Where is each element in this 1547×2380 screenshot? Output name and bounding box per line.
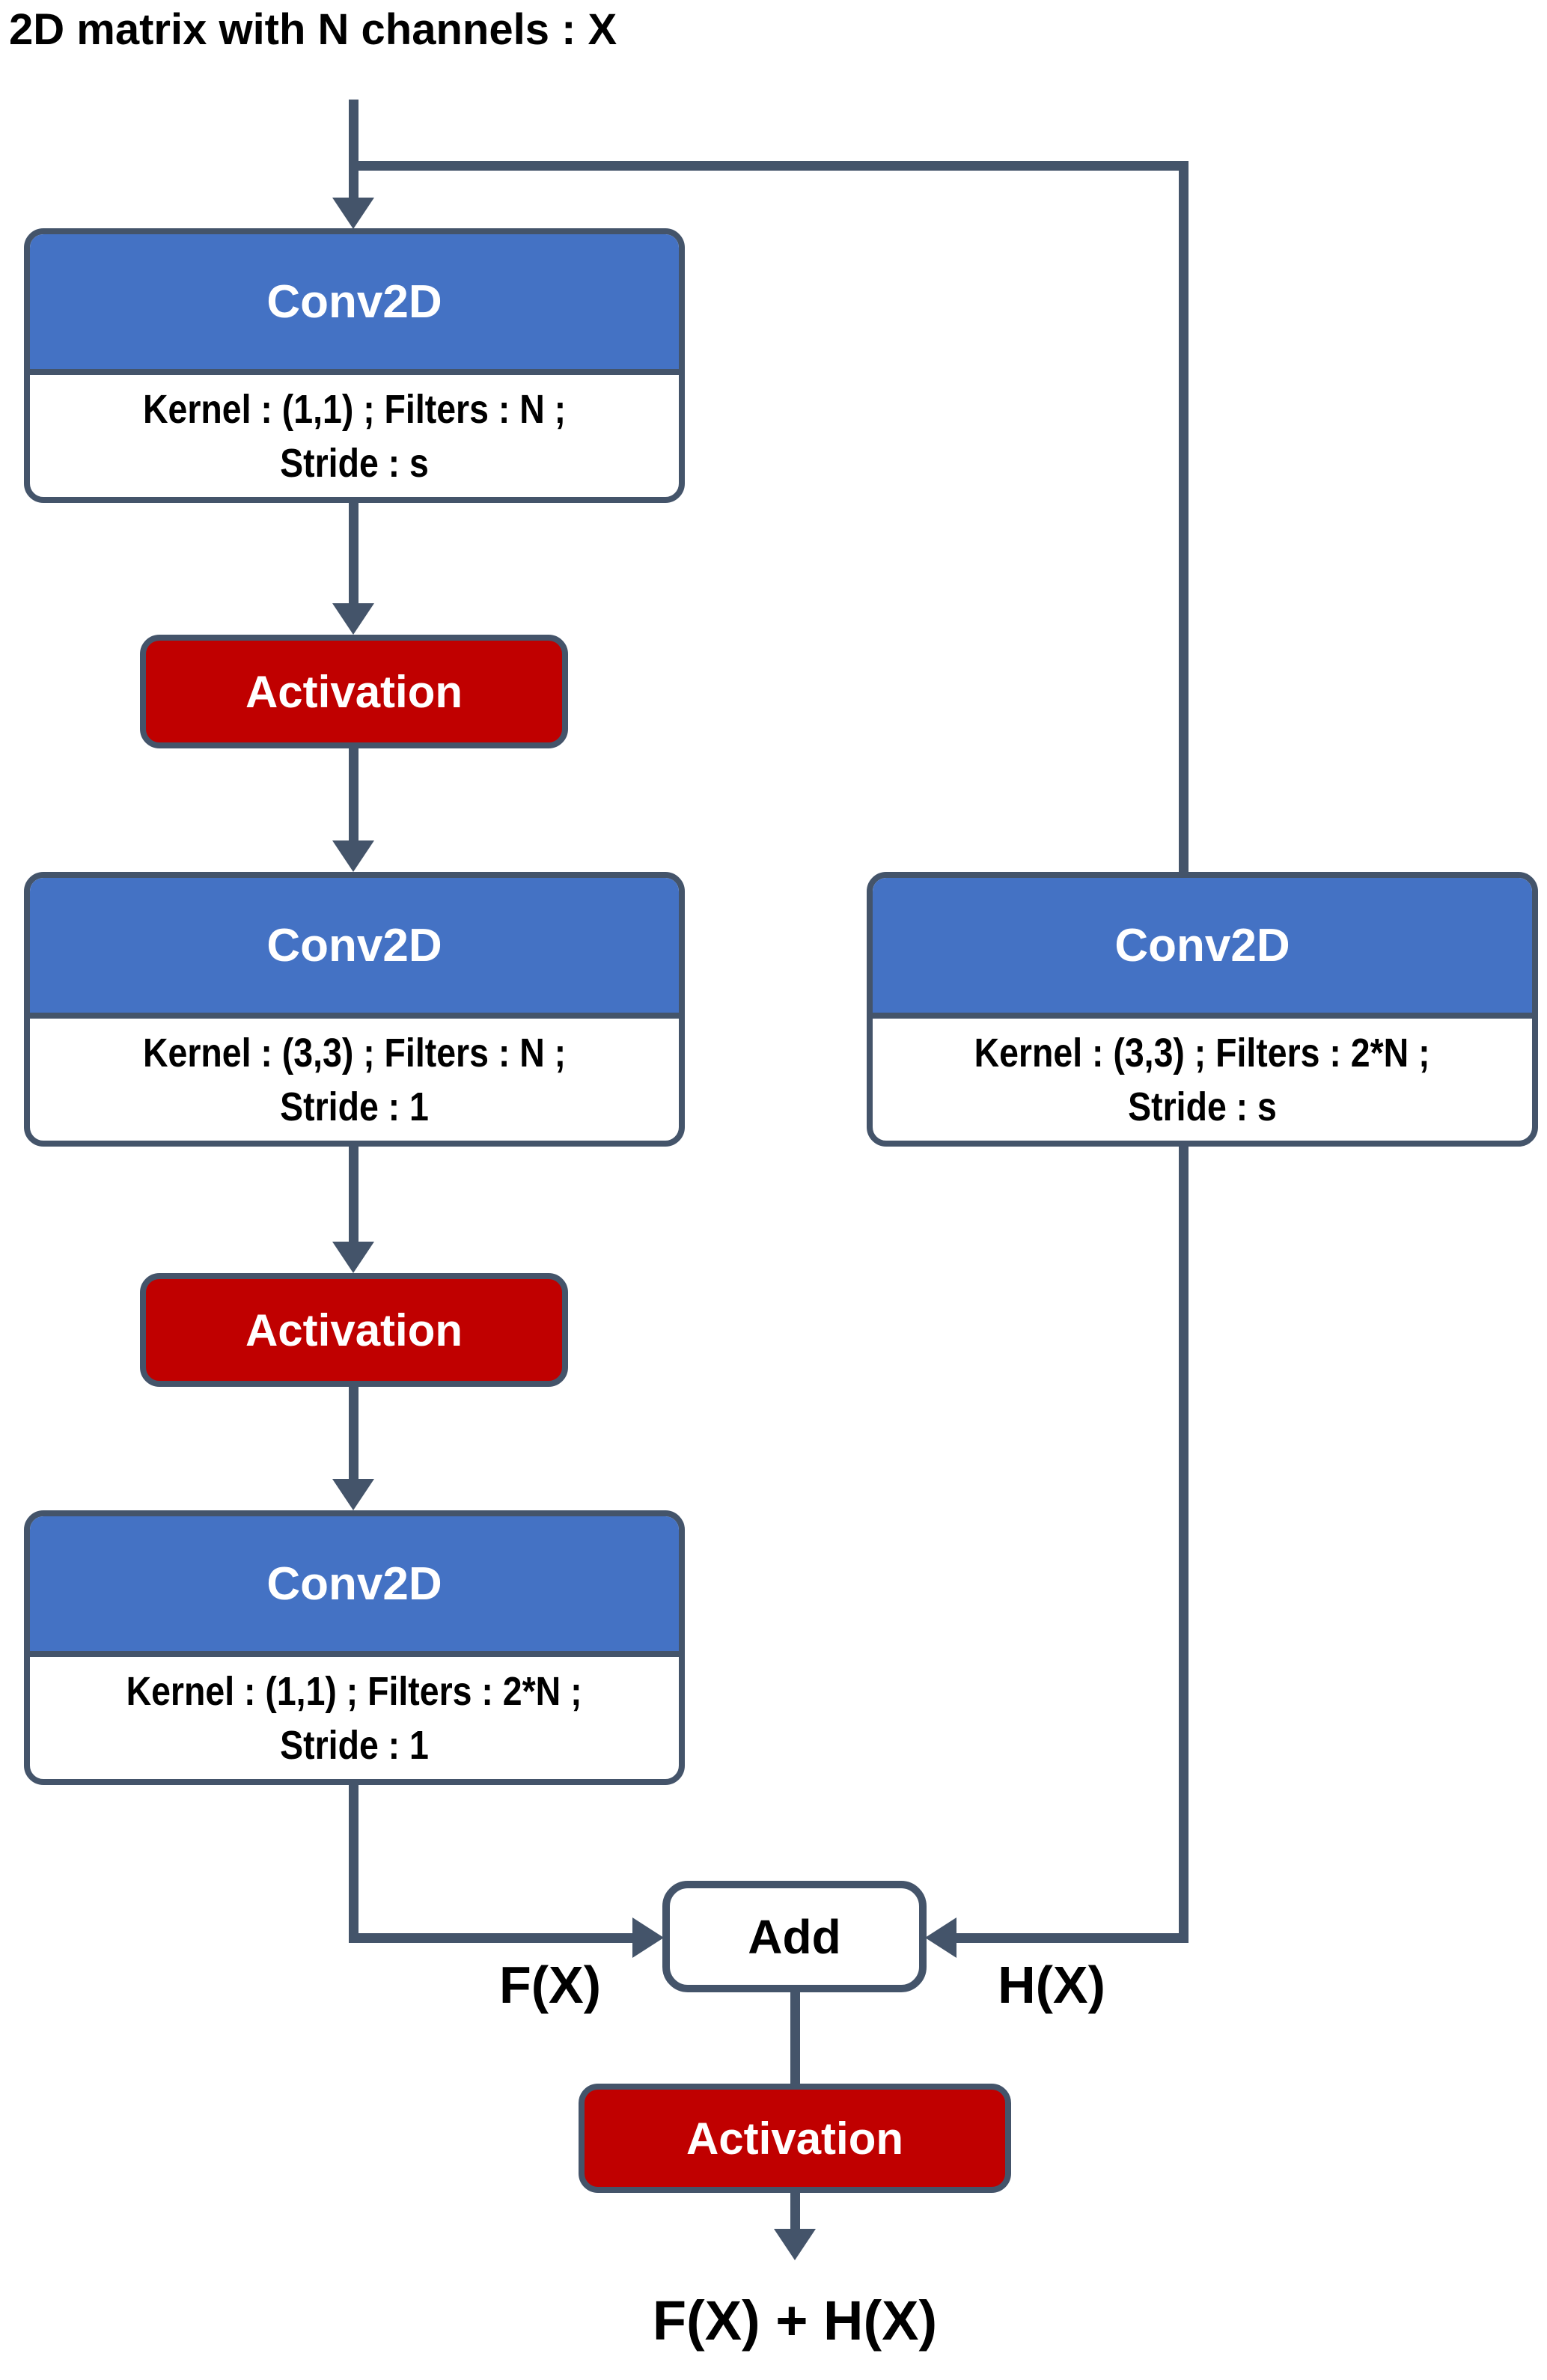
node-conv2-spec-line2: Stride : 1 (280, 1084, 429, 1129)
output-label: F(X) + H(X) (652, 2289, 938, 2352)
edge-conv3-down (349, 1785, 358, 1943)
node-activation-out-label: Activation (686, 2113, 904, 2164)
node-conv3-header: Conv2D (30, 1516, 679, 1657)
node-conv3-spec-line2: Stride : 1 (280, 1722, 429, 1768)
node-activation-out: Activation (579, 2084, 1011, 2193)
arrowhead-conv1-activation1 (332, 603, 374, 635)
node-conv2-header: Conv2D (30, 878, 679, 1019)
node-conv-shortcut-spec: Kernel : (3,3) ; Filters : 2*N ; Stride … (873, 1019, 1532, 1141)
edge-shortcut-upper (1179, 161, 1189, 874)
node-conv2: Conv2D Kernel : (3,3) ; Filters : N ; St… (24, 872, 685, 1147)
node-activation1: Activation (140, 635, 568, 748)
edge-shortcut-lower (1179, 1147, 1189, 1943)
node-conv-shortcut-header: Conv2D (873, 878, 1532, 1019)
edge-shortcut-to-add (955, 1933, 1189, 1943)
node-conv-shortcut: Conv2D Kernel : (3,3) ; Filters : 2*N ; … (867, 872, 1538, 1147)
node-conv-shortcut-spec-line1: Kernel : (3,3) ; Filters : 2*N ; (974, 1030, 1431, 1075)
node-conv1: Conv2D Kernel : (1,1) ; Filters : N ; St… (24, 228, 685, 503)
node-activation2: Activation (140, 1273, 568, 1387)
edge-conv2-activation2 (349, 1147, 358, 1244)
edge-conv1-activation1 (349, 503, 358, 605)
edge-branch-horizontal (349, 161, 1189, 171)
node-conv3-spec: Kernel : (1,1) ; Filters : 2*N ; Stride … (30, 1657, 679, 1779)
node-add-label: Add (748, 1909, 841, 1964)
node-conv-shortcut-spec-line2: Stride : s (1128, 1084, 1277, 1129)
node-conv1-header: Conv2D (30, 234, 679, 375)
node-conv2-spec: Kernel : (3,3) ; Filters : N ; Stride : … (30, 1019, 679, 1141)
edge-activation1-conv2 (349, 748, 358, 843)
edge-input-stem (349, 100, 358, 201)
node-conv3: Conv2D Kernel : (1,1) ; Filters : 2*N ; … (24, 1510, 685, 1785)
arrowhead-activation2-conv3 (332, 1479, 374, 1510)
label-f-of-x: F(X) (498, 1956, 602, 2014)
edge-add-activation-out (790, 1992, 800, 2085)
node-add: Add (662, 1881, 927, 1992)
node-conv1-spec-line2: Stride : s (280, 440, 429, 486)
label-h-of-x: H(X) (998, 1956, 1105, 2014)
arrowhead-hx-to-add (925, 1917, 956, 1958)
node-activation1-label: Activation (245, 666, 463, 717)
arrowhead-input-to-conv1 (332, 198, 374, 229)
arrowhead-output (774, 2229, 816, 2260)
edge-activation-out-output (790, 2193, 800, 2232)
edge-activation2-conv3 (349, 1387, 358, 1481)
diagram-title: 2D matrix with N channels : X (9, 5, 617, 54)
node-conv1-spec-line1: Kernel : (1,1) ; Filters : N ; (142, 386, 567, 432)
node-activation2-label: Activation (245, 1305, 463, 1355)
node-conv2-spec-line1: Kernel : (3,3) ; Filters : N ; (142, 1030, 567, 1075)
arrowhead-activation1-conv2 (332, 840, 374, 872)
edge-conv3-to-add (349, 1933, 634, 1943)
node-conv1-spec: Kernel : (1,1) ; Filters : N ; Stride : … (30, 375, 679, 497)
arrowhead-fx-to-add (632, 1917, 664, 1958)
arrowhead-conv2-activation2 (332, 1242, 374, 1273)
node-conv3-spec-line1: Kernel : (1,1) ; Filters : 2*N ; (126, 1668, 583, 1714)
